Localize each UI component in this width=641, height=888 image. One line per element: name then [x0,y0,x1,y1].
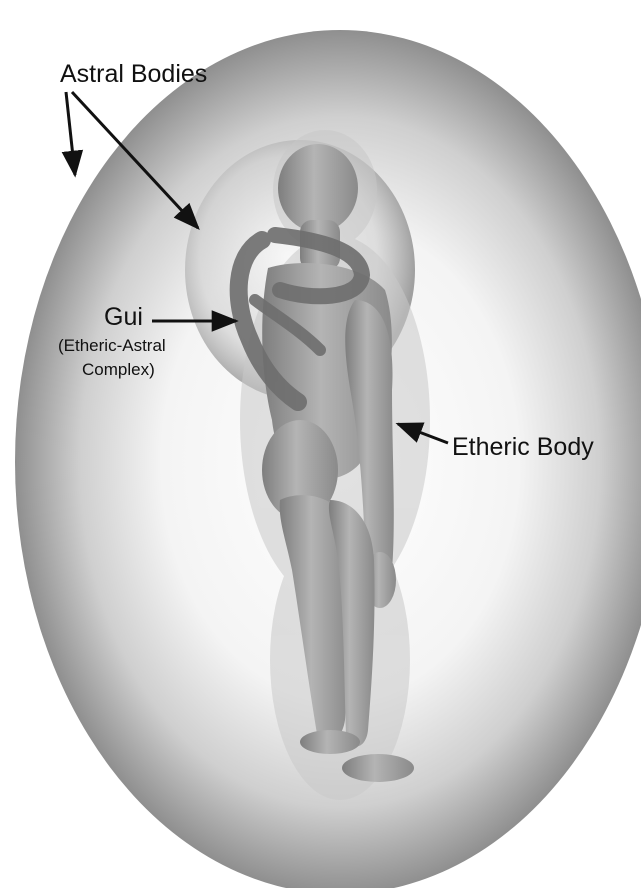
arrow-astral-outer [66,92,75,175]
gui-label: Gui [104,303,143,332]
gui-subtitle-line2: Complex) [82,360,155,380]
etheric-body-label: Etheric Body [452,433,594,462]
gui-subtitle-line1: (Etheric-Astral [58,336,166,356]
astral-bodies-label: Astral Bodies [60,60,207,89]
